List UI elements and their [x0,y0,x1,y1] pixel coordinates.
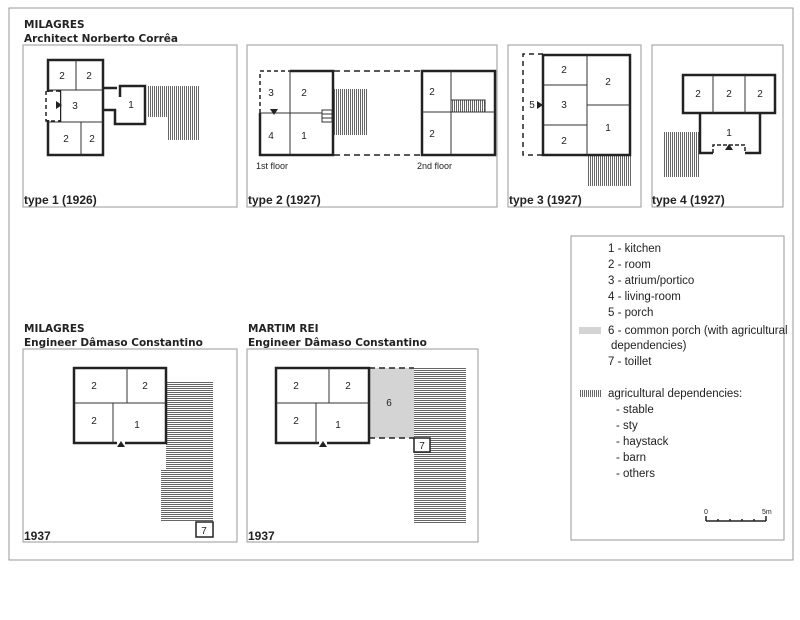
svg-text:- haystack: - haystack [616,436,669,448]
svg-text:2: 2 [63,134,69,145]
legend: 1 - kitchen 2 - room 3 - atrium/portico … [570,235,788,541]
panel-type-4: 2 2 2 1 type 4 (1927) [651,44,784,208]
svg-text:7: 7 [201,526,207,537]
panel-type-1: 2 2 3 2 2 1 type 1 (1926) [22,44,238,208]
svg-text:2: 2 [605,77,611,88]
svg-text:5: 5 [529,100,535,111]
svg-text:7 - toillet: 7 - toillet [608,356,652,368]
svg-text:2: 2 [726,89,732,100]
svg-text:dependencies): dependencies) [611,340,687,352]
agricultural-swatch [579,390,601,397]
svg-text:- sty: - sty [616,420,638,432]
svg-text:1: 1 [335,420,341,431]
svg-text:5 - porch: 5 - porch [608,307,653,319]
svg-text:2: 2 [561,65,567,76]
common-porch-swatch [579,327,601,334]
svg-text:1 - kitchen: 1 - kitchen [608,243,661,255]
panel-milagres-1937: MILAGRES Engineer Dâmaso Constantino 2 2… [22,323,238,543]
svg-text:Engineer Dâmaso Constantino: Engineer Dâmaso Constantino [24,337,203,349]
svg-text:3: 3 [561,100,567,111]
panel-type-2: 3 2 4 1 2 2 1st floor 2nd floor type 2 (… [246,44,498,208]
svg-text:2: 2 [89,134,95,145]
svg-text:2: 2 [142,381,148,392]
svg-text:6: 6 [386,398,392,409]
svg-text:2: 2 [345,381,351,392]
outer-frame [8,7,794,561]
author-title: Architect Norberto Corrêa [24,33,178,45]
panel-label: type 4 (1927) [652,193,725,207]
svg-text:7: 7 [419,441,425,452]
svg-text:agricultural dependencies:: agricultural dependencies: [608,388,742,400]
panel-label: type 3 (1927) [509,193,582,207]
svg-text:2nd floor: 2nd floor [417,161,452,171]
svg-text:3: 3 [72,101,78,112]
svg-text:MARTIM REI: MARTIM REI [248,323,319,335]
svg-text:1: 1 [128,100,134,111]
svg-text:2: 2 [429,87,435,98]
panel-label: type 2 (1927) [248,193,321,207]
svg-text:1937: 1937 [24,529,51,543]
svg-text:3: 3 [268,88,274,99]
svg-text:2: 2 [561,136,567,147]
svg-text:1: 1 [134,420,140,431]
svg-text:2: 2 [757,89,763,100]
svg-text:- others: - others [616,468,655,480]
svg-text:- barn: - barn [616,452,646,464]
site-title: MILAGRES [24,19,85,31]
panel-type-3: 2 2 3 2 1 5 type 3 (1927) [507,44,642,208]
svg-text:2: 2 [301,88,307,99]
svg-text:1: 1 [301,131,307,142]
panel-martim-rei-1937: MARTIM REI Engineer Dâmaso Constantino 2… [246,323,479,543]
svg-text:1st floor: 1st floor [256,161,288,171]
svg-text:1: 1 [605,123,611,134]
svg-text:2: 2 [293,416,299,427]
svg-text:2: 2 [59,71,65,82]
svg-text:2: 2 [695,89,701,100]
svg-text:- stable: - stable [616,404,654,416]
svg-text:3 - atrium/portico: 3 - atrium/portico [608,275,694,287]
svg-text:MILAGRES: MILAGRES [24,323,85,335]
svg-text:0: 0 [704,509,708,516]
panel-label: type 1 (1926) [24,193,97,207]
svg-text:4 - living-room: 4 - living-room [608,291,681,303]
scale-bar: 0 5m [704,509,772,522]
svg-text:Engineer Dâmaso Constantino: Engineer Dâmaso Constantino [248,337,427,349]
svg-text:2: 2 [293,381,299,392]
agricultural-hatch [147,86,200,117]
svg-text:6 - common porch (with agricul: 6 - common porch (with agricultural [608,325,788,337]
svg-text:2 - room: 2 - room [608,259,651,271]
svg-text:2: 2 [91,381,97,392]
svg-text:2: 2 [429,129,435,140]
svg-text:4: 4 [268,131,274,142]
svg-text:5m: 5m [762,509,772,516]
svg-text:1: 1 [726,128,732,139]
svg-text:2: 2 [86,71,92,82]
svg-text:2: 2 [91,416,97,427]
svg-text:1937: 1937 [248,529,275,543]
